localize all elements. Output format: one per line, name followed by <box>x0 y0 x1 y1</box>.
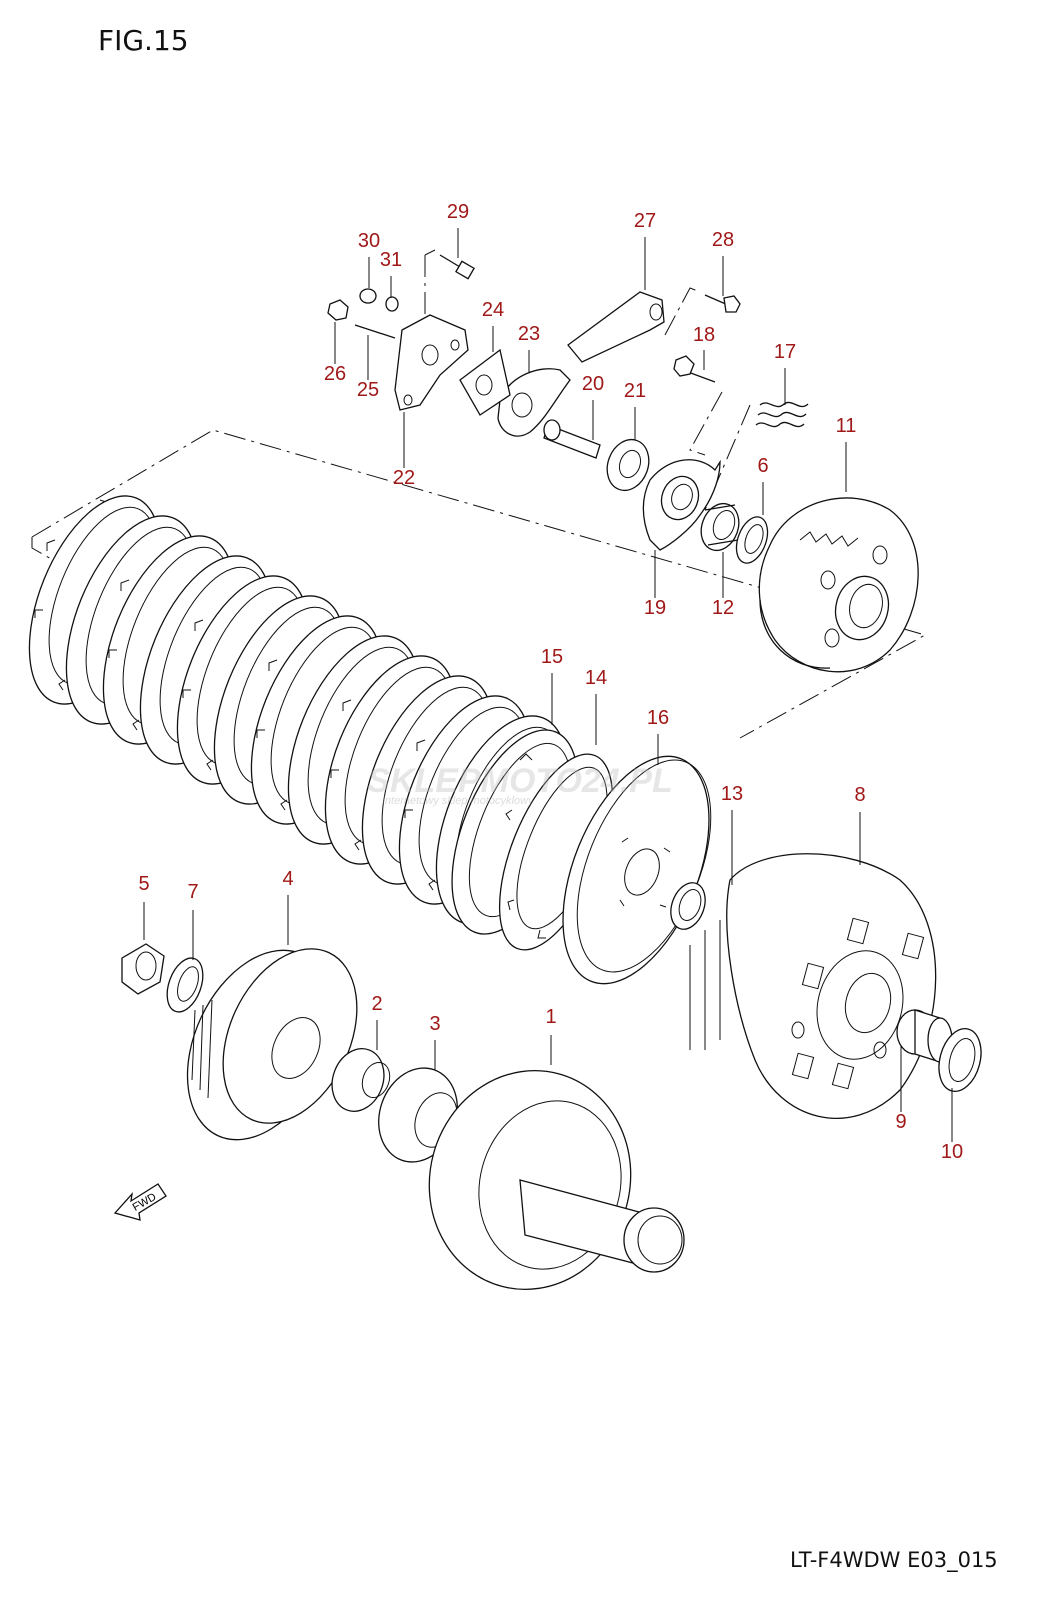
callout-30: 30 <box>358 230 380 252</box>
bushing-2 <box>331 1048 391 1112</box>
bolt-28 <box>704 294 741 313</box>
washer-6 <box>735 516 769 564</box>
nut-30 <box>359 288 377 304</box>
washer-31 <box>385 296 399 312</box>
fwd-arrow-icon: FWD <box>113 1183 167 1221</box>
callout-19: 19 <box>644 597 666 619</box>
callout-5: 5 <box>138 873 149 895</box>
callout-11: 11 <box>836 415 857 437</box>
callout-27: 27 <box>634 210 656 232</box>
bearing-12 <box>700 502 740 552</box>
callout-9: 9 <box>895 1111 906 1133</box>
callout-7: 7 <box>187 881 198 903</box>
bolt-29 <box>439 254 475 280</box>
washer-13 <box>670 882 706 930</box>
callout-14: 14 <box>585 667 607 689</box>
callout-4: 4 <box>282 868 293 890</box>
figure-code: LT-F4WDW E03_015 <box>790 1548 998 1572</box>
primary-driven-gear-8 <box>689 853 937 1119</box>
callout-leaders <box>143 228 953 1142</box>
nut-26 <box>327 299 349 321</box>
callout-6: 6 <box>757 455 768 477</box>
callout-25: 25 <box>357 379 379 401</box>
callout-17: 17 <box>774 341 796 363</box>
callout-23: 23 <box>518 323 540 345</box>
callout-28: 28 <box>712 229 734 251</box>
bearing-21 <box>606 438 650 492</box>
clutch-plate-stack <box>28 495 569 925</box>
callout-31: 31 <box>380 249 402 271</box>
watermark-sub: internetowy sklep motocyklowy <box>382 795 535 807</box>
callout-8: 8 <box>854 784 865 806</box>
watermark-main: SKLEPMOTO24.PL <box>367 762 672 800</box>
bracket-22 <box>394 314 469 411</box>
clutch-housing-1 <box>428 1069 685 1291</box>
callout-18: 18 <box>693 324 715 346</box>
centrifugal-clutch-4 <box>186 948 358 1141</box>
callout-20: 20 <box>582 373 604 395</box>
release-rod-20 <box>543 419 601 459</box>
spring-17 <box>755 401 809 428</box>
callout-26: 26 <box>324 363 346 385</box>
callout-22: 22 <box>393 467 415 489</box>
bolt-18 <box>673 355 716 383</box>
figure-title: FIG.15 <box>98 24 189 57</box>
callout-15: 15 <box>541 646 563 668</box>
release-lifter-19 <box>642 459 721 551</box>
washer-7 <box>166 957 204 1013</box>
watermark: SKLEPMOTO24.PL internetowy sklep motocyk… <box>367 762 672 807</box>
gasket-24 <box>459 348 511 416</box>
callout-16: 16 <box>647 707 669 729</box>
clutch-sleeve-hub-11 <box>758 497 919 673</box>
release-cam-23 <box>497 368 571 437</box>
callout-13: 13 <box>721 783 743 805</box>
callout-29: 29 <box>447 201 469 223</box>
pressure-plate-16 <box>562 755 712 985</box>
release-lever-27 <box>567 291 665 363</box>
callout-10: 10 <box>941 1141 963 1163</box>
callout-1: 1 <box>545 1006 556 1028</box>
callout-2: 2 <box>371 993 382 1015</box>
stud-bolt-25 <box>354 324 396 339</box>
fwd-label: FWD <box>131 1191 159 1214</box>
callout-24: 24 <box>482 299 504 321</box>
callout-21: 21 <box>624 380 646 402</box>
callout-12: 12 <box>712 597 734 619</box>
nut-5 <box>121 943 165 995</box>
callout-3: 3 <box>429 1013 440 1035</box>
